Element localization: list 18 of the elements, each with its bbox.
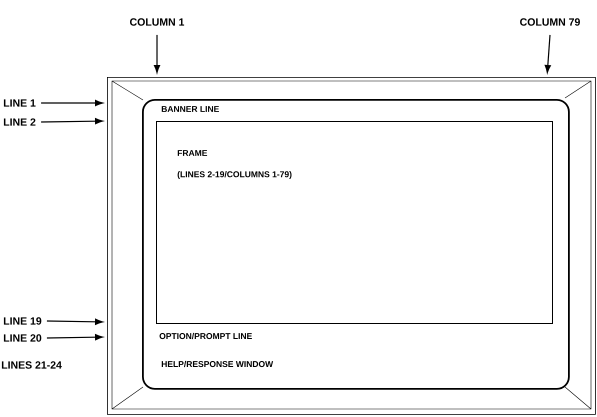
section-label: OPTION/PROMPT LINE xyxy=(160,332,252,340)
reference-label: LINE 19 xyxy=(4,317,42,325)
section-label: BANNER LINE xyxy=(162,106,219,112)
section-label: FRAME xyxy=(178,150,208,156)
reference-label: LINE 20 xyxy=(4,334,42,342)
reference-label: LINES 21-24 xyxy=(2,361,62,369)
arrow xyxy=(154,65,160,73)
section-label: HELP/RESPONSE WINDOW xyxy=(162,360,274,368)
arrow xyxy=(94,334,103,340)
arrow xyxy=(94,318,103,325)
section-label: (LINES 2-19/COLUMNS 1-79) xyxy=(178,171,292,179)
reference-label: COLUMN 79 xyxy=(520,18,580,26)
reference-label: LINE 2 xyxy=(4,118,36,126)
arrow xyxy=(95,100,103,106)
arrow xyxy=(544,64,551,73)
reference-label: LINE 1 xyxy=(4,99,36,107)
reference-label: COLUMN 1 xyxy=(130,18,184,26)
arrow xyxy=(94,118,103,124)
